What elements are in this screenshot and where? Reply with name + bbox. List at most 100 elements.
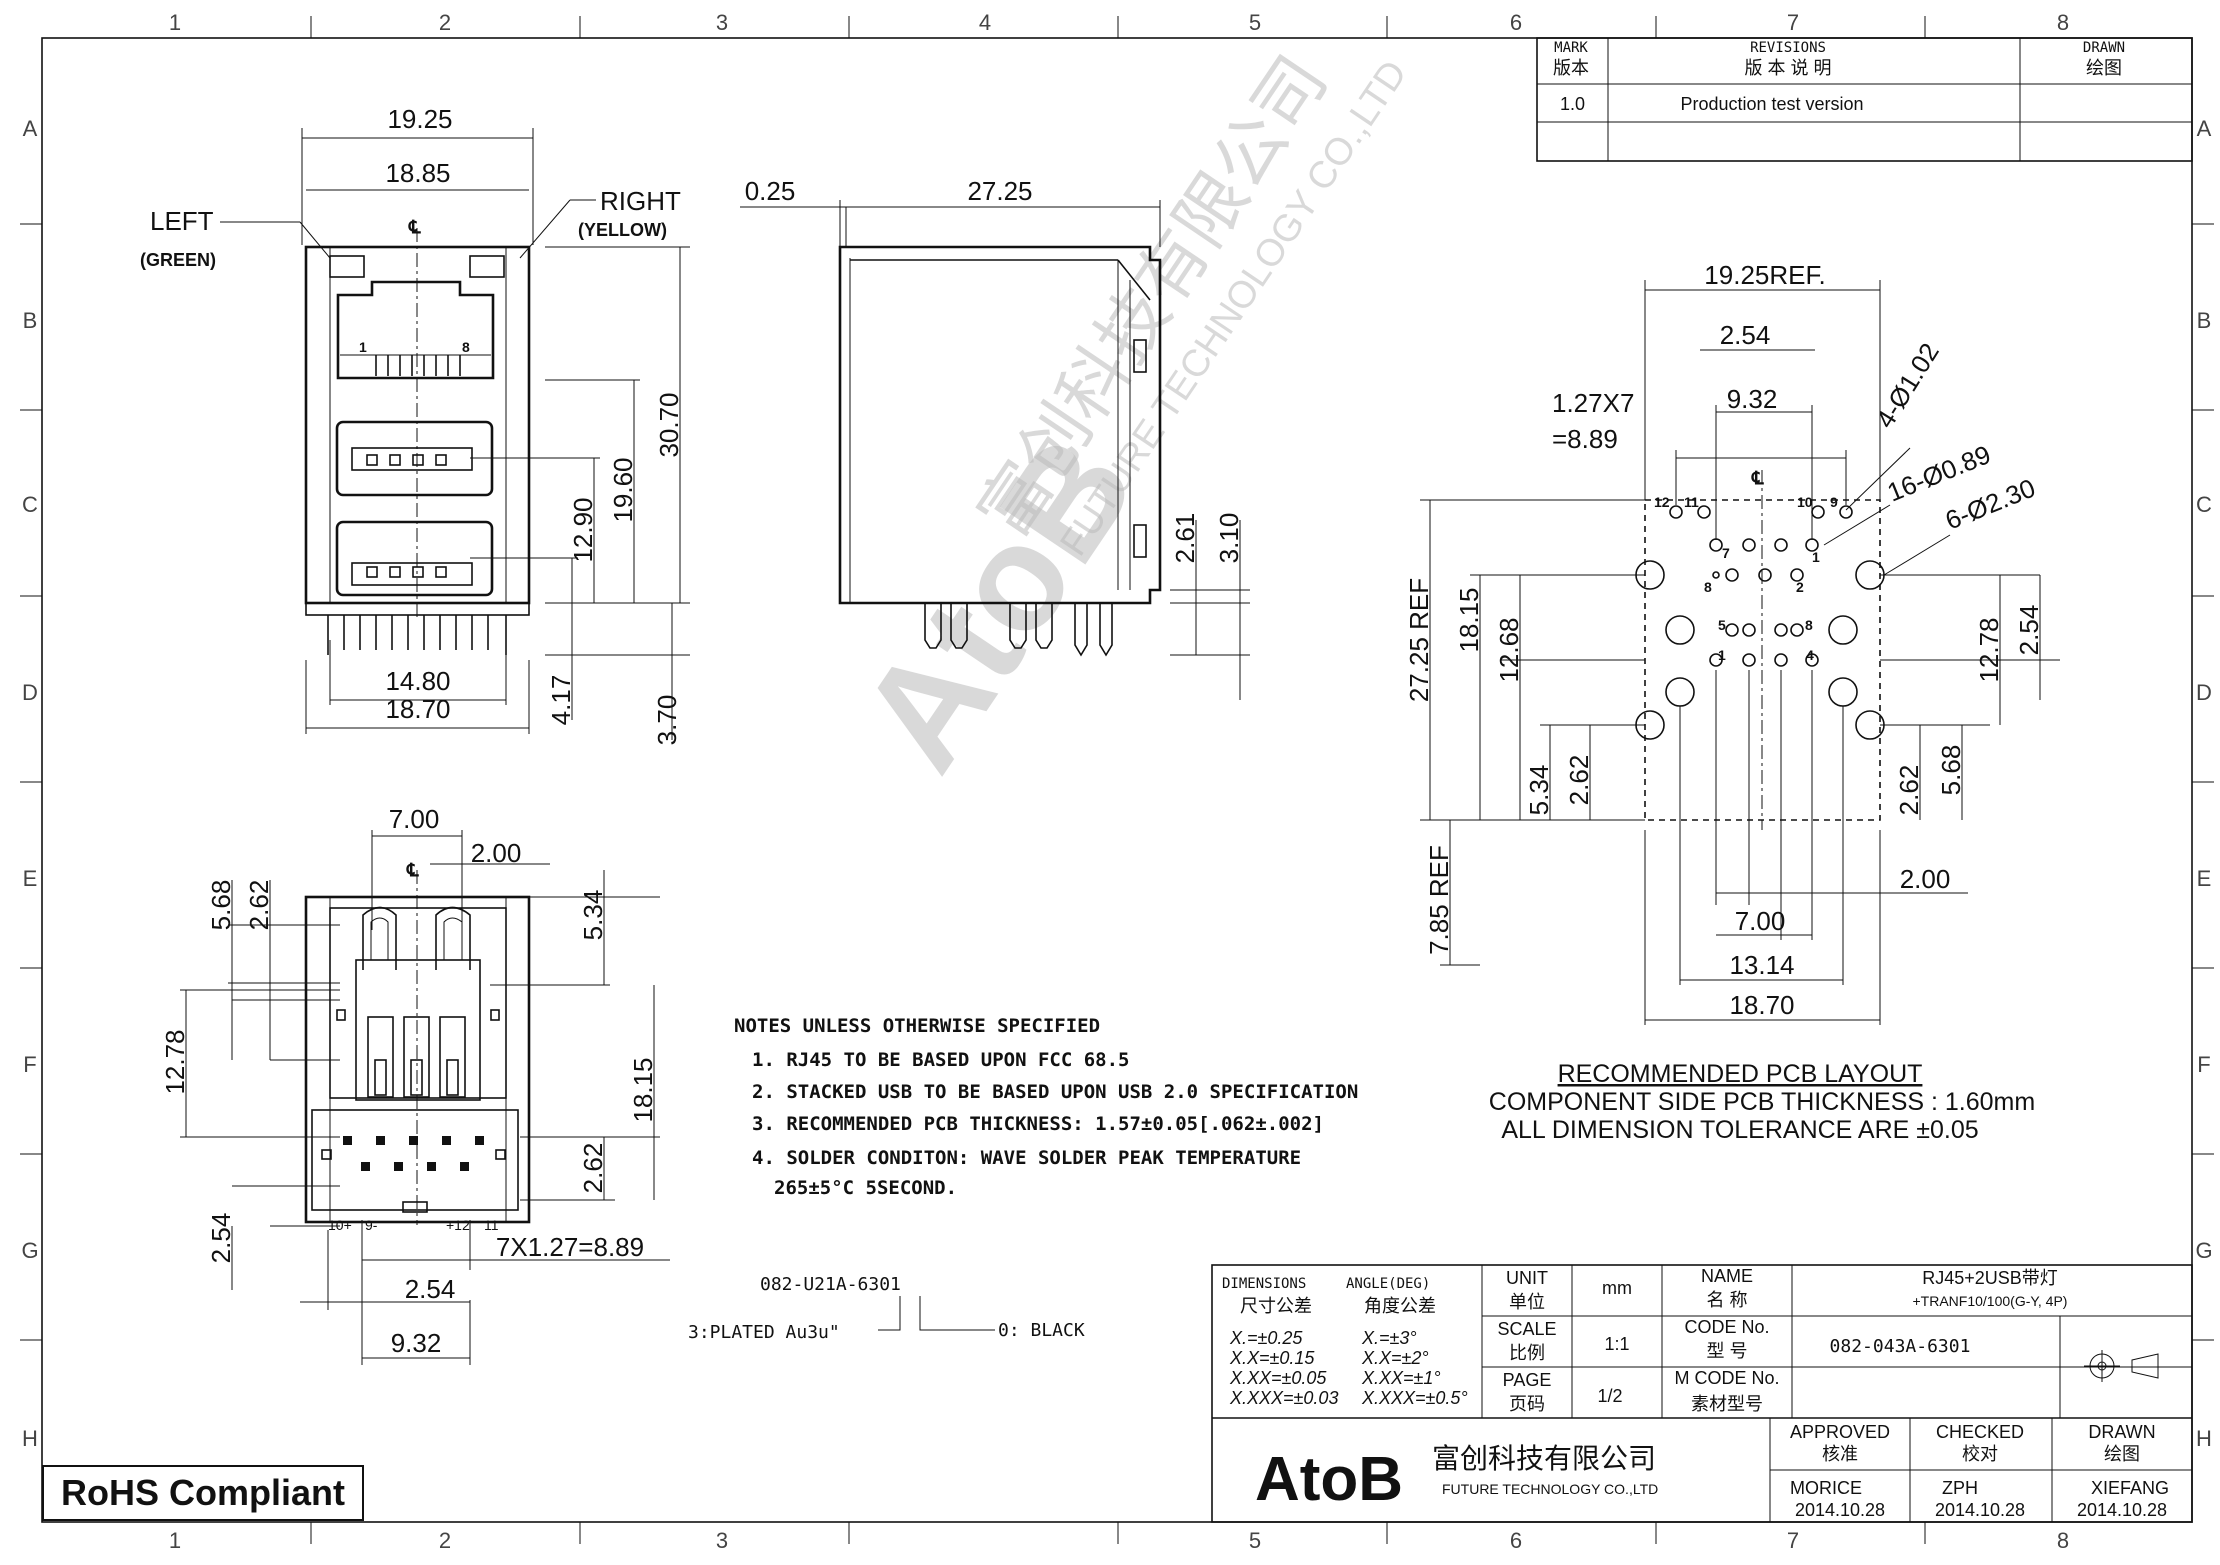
zone-col-top: 1 — [169, 10, 181, 35]
pcb-pin-label: 7 — [1722, 545, 1730, 561]
zone-col-top: 5 — [1249, 10, 1261, 35]
dim-bottom-left-b: 2.62 — [244, 880, 274, 931]
pcb-dim-b3: 13.14 — [1729, 950, 1794, 980]
zone-col-top: 3 — [716, 10, 728, 35]
unit-cn: 单位 — [1509, 1292, 1545, 1312]
pcb-dim-vertical-ref: 7.85 REF — [1424, 845, 1454, 955]
pcb-dim-h1: 18.15 — [1454, 587, 1484, 652]
pcb-dim-b4: 18.70 — [1729, 990, 1794, 1020]
mcode-cn: 素材型号 — [1691, 1394, 1763, 1414]
bottom-centerline-symbol: ℄ — [406, 860, 419, 880]
name-value-line2: +TRANF10/100(G-Y, 4P) — [1913, 1293, 2068, 1309]
zone-row-right: E — [2197, 866, 2212, 891]
zone-col-bottom: 6 — [1510, 1528, 1522, 1553]
unit-en: UNIT — [1506, 1268, 1548, 1288]
note-item: 2. STACKED USB TO BE BASED UPON USB 2.0 … — [752, 1081, 1358, 1103]
led-right-label: RIGHT — [600, 186, 681, 216]
pcb-layout-spec: COMPONENT SIDE PCB THICKNESS : 1.60mm — [1489, 1088, 2035, 1116]
dim-depth: 27.25 — [967, 176, 1032, 206]
zone-row-left: C — [22, 492, 38, 517]
pcb-layout-title: RECOMMENDED PCB LAYOUT — [1558, 1060, 1923, 1088]
zone-row-left: A — [23, 116, 38, 141]
zone-row-left: E — [23, 866, 38, 891]
rj45-port — [336, 280, 495, 380]
approved-en: APPROVED — [1790, 1422, 1890, 1442]
zone-row-right: B — [2197, 308, 2212, 333]
part-code-plating: 3:PLATED Au3u" — [688, 1322, 840, 1343]
pcb-dim-height-ref: 27.25 REF — [1404, 578, 1434, 702]
rj45-pin-eight: 8 — [462, 339, 470, 355]
rohs-compliant-badge: RoHS Compliant — [42, 1465, 364, 1521]
checked-name: ZPH — [1942, 1478, 1978, 1498]
pcb-dim-h2: 12.68 — [1494, 617, 1524, 682]
company-en: FUTURE TECHNOLOGY CO.,LTD — [1442, 1481, 1658, 1497]
title-block: DIMENSIONS 尺寸公差 ANGLE(DEG) 角度公差 X.=±0.25… — [1211, 1264, 2193, 1523]
pcb-layout-tolerance: ALL DIMENSION TOLERANCE ARE ±0.05 — [1501, 1116, 1978, 1144]
ang-head-cn: 角度公差 — [1364, 1296, 1436, 1316]
dim-bottom-below-b: 9.32 — [391, 1328, 442, 1358]
bottom-pin-label: 10+ — [328, 1217, 352, 1233]
zone-col-bottom: 3 — [716, 1528, 728, 1553]
tol-row: X.XXX=±0.03 — [1229, 1388, 1338, 1408]
pcb-pin-label: 1 — [1812, 549, 1820, 565]
bottom-pin-pads — [321, 1136, 506, 1171]
approved-date: 2014.10.28 — [1795, 1500, 1885, 1520]
general-notes: NOTES UNLESS OTHERWISE SPECIFIED 1. RJ45… — [734, 1015, 1358, 1199]
dim-side-b: 3.10 — [1214, 513, 1244, 564]
pcb-pin-label: 11 — [1684, 494, 1699, 510]
led-window-left — [329, 255, 365, 278]
bottom-pin-label: 11 — [484, 1217, 499, 1233]
pcb-dim-r2: 2.54 — [2014, 605, 2044, 656]
scale-value: 1:1 — [1604, 1334, 1629, 1354]
code-en: CODE No. — [1684, 1317, 1769, 1337]
bottom-pin-label: 9- — [365, 1217, 378, 1233]
pcb-pin-label: 9 — [1830, 494, 1838, 510]
page-cn: 页码 — [1509, 1394, 1545, 1414]
scale-en: SCALE — [1497, 1319, 1556, 1339]
ang-row: X.XXX=±0.5° — [1361, 1388, 1468, 1408]
tol-row: X.=±0.25 — [1229, 1328, 1303, 1348]
zone-row-right: C — [2196, 492, 2212, 517]
pcb-pin-label: 12 — [1654, 494, 1670, 510]
code-value: 082-043A-6301 — [1830, 1336, 1971, 1357]
bottom-view: ℄ 10+ 9- +12 11 7.00 2.00 5.68 2.62 12.7… — [160, 804, 670, 1365]
dim-height-total: 30.70 — [654, 392, 684, 457]
usb-port-lower — [335, 520, 494, 597]
front-centerline-symbol: ℄ — [408, 217, 421, 237]
revision-table: MARK 版本 REVISIONS 版 本 说 明 DRAWN 绘图 1.0 P… — [1536, 37, 2193, 162]
pcb-dim-h4: 2.62 — [1564, 755, 1594, 806]
ang-row: X.XX=±1° — [1361, 1368, 1441, 1388]
name-en: NAME — [1701, 1266, 1753, 1286]
scale-cn: 比例 — [1509, 1343, 1545, 1363]
zone-row-right: A — [2197, 116, 2212, 141]
zone-col-bottom: 2 — [439, 1528, 451, 1553]
name-cn: 名 称 — [1706, 1290, 1747, 1310]
note-item: 4. SOLDER CONDITON: WAVE SOLDER PEAK TEM… — [752, 1147, 1301, 1169]
unit-value: mm — [1602, 1278, 1632, 1298]
ang-row: X.X=±2° — [1361, 1348, 1429, 1368]
pcb-pin-label: 1 — [1718, 647, 1726, 663]
drawn-date: 2014.10.28 — [2077, 1500, 2167, 1520]
rev-row-mark: 1.0 — [1560, 94, 1585, 114]
pcb-dim-pitch-b: =8.89 — [1552, 424, 1618, 454]
pcb-dim-r3: 2.62 — [1894, 765, 1924, 816]
led-left-color: (GREEN) — [140, 250, 216, 270]
code-cn: 型 号 — [1706, 1341, 1747, 1361]
zone-col-bottom: 8 — [2057, 1528, 2069, 1553]
zone-row-left: H — [22, 1426, 38, 1451]
dim-bottom-left-c: 12.78 — [160, 1029, 190, 1094]
led-window-right — [469, 255, 505, 278]
pcb-layout: ℄ 12 11 10 9 7 1 8 2 5 8 1 4 19.25REF. — [1404, 260, 2060, 1144]
dim-width-usb: 14.80 — [385, 666, 450, 696]
zone-col-top: 2 — [439, 10, 451, 35]
dim-height-lower: 12.90 — [568, 497, 598, 562]
dim-bottom-pitch: 7X1.27=8.89 — [496, 1232, 644, 1262]
pcb-dim-h3: 5.34 — [1524, 765, 1554, 816]
zone-col-top: 4 — [979, 10, 991, 35]
rev-drawn-en: DRAWN — [2083, 40, 2125, 56]
rev-drawn-cn: 绘图 — [2086, 58, 2122, 78]
dim-bottom-left-a: 5.68 — [206, 880, 236, 931]
zone-ticks — [20, 16, 2214, 1544]
note-item: 265±5°C 5SECOND. — [774, 1177, 957, 1199]
drawn-en: DRAWN — [2088, 1422, 2155, 1442]
